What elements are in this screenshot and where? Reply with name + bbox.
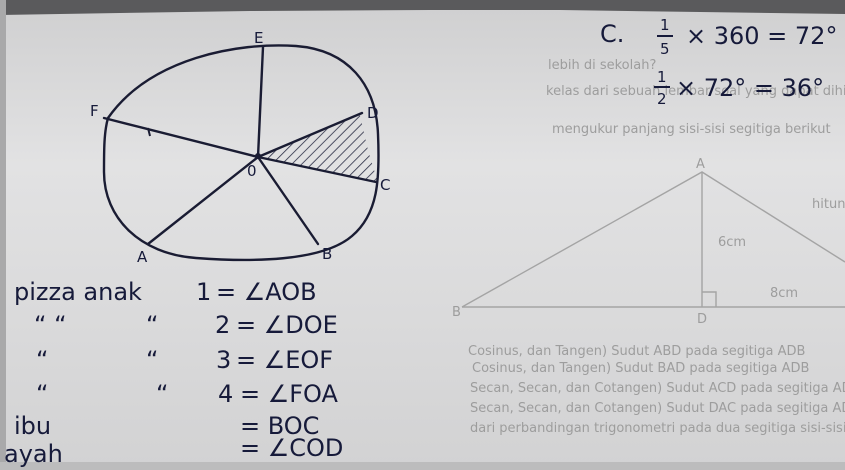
notes: pizza anak 1 = ∠AOB “ “ “ 2 = ∠DOE “ “ 3… <box>4 278 343 468</box>
note-angle: = ∠AOB <box>216 278 317 306</box>
printed-line: Cosinus, dan Tangen) Sudut ABD pada segi… <box>468 344 805 359</box>
printed-line: Secan, Secan, dan Cotangen) Sudut ACD pa… <box>470 381 845 396</box>
printed-line: Secan, Secan, dan Cotangen) Sudut DAC pa… <box>470 401 845 416</box>
printed-triangle: A B D 6cm 8cm <box>452 157 845 327</box>
fraction-numerator: 1 <box>660 16 670 34</box>
note-angle: = BOC <box>240 412 319 440</box>
pizza-circle <box>102 44 380 262</box>
note-number: 3 <box>216 346 231 374</box>
printed-line: Cosinus, dan Tangen) Sudut BAD pada segi… <box>472 361 809 376</box>
printed-label: D <box>697 312 707 327</box>
note-who: ayah <box>4 440 63 468</box>
fraction-denominator: 5 <box>660 40 670 58</box>
point-label-o: 0 <box>247 162 257 180</box>
point-label-e: E <box>254 29 263 47</box>
note-ditto: “ <box>156 380 168 408</box>
note-ditto: “ <box>146 311 158 339</box>
printed-label: B <box>452 305 461 320</box>
note-angle: = ∠EOF <box>236 346 333 374</box>
note-angle: = ∠FOA <box>240 380 339 408</box>
calc-prefix: C. <box>600 20 624 48</box>
point-label-d: D <box>367 104 379 122</box>
printed-label: A <box>696 157 705 172</box>
printed-line: hitung <box>812 197 845 212</box>
note-number: 1 <box>196 278 211 306</box>
printed-line: kelas dari sebuah lembar soal yang dapat… <box>546 84 845 99</box>
note-who: ibu <box>14 412 51 440</box>
calc-line-1: × 360 = 72° <box>686 22 837 50</box>
fraction-denominator: 2 <box>657 90 667 108</box>
note-angle: = ∠DOE <box>236 311 338 339</box>
note-number: 4 <box>218 380 233 408</box>
printed-label: 8cm <box>770 286 798 301</box>
note-angle: = ∠COD <box>240 434 343 462</box>
point-label-f: F <box>90 102 99 120</box>
printed-line: lebih di sekolah? <box>548 58 656 73</box>
note-ditto: “ <box>146 346 158 374</box>
printed-text-bleed: lebih di sekolah? kelas dari sebuah lemb… <box>468 58 845 436</box>
note-who: “ <box>36 346 48 374</box>
note-who: “ <box>36 380 48 408</box>
note-number: 2 <box>215 311 230 339</box>
point-label-c: C <box>380 176 390 194</box>
point-label-a: A <box>137 248 148 266</box>
printed-label: 6cm <box>718 235 746 250</box>
calc-line-2: × 72° = 36° <box>676 74 824 102</box>
fraction-numerator: 1 <box>657 68 667 86</box>
printed-line: dari perbandingan trigonometri pada dua … <box>470 421 845 436</box>
printed-line: mengukur panjang sisi-sisi segitiga beri… <box>552 122 831 137</box>
note-who: pizza anak <box>14 278 142 306</box>
note-who: “ “ <box>34 311 67 339</box>
calculation: C. 1 5 × 360 = 72° 1 2 × 72° = 36° <box>600 16 837 108</box>
point-label-b: B <box>322 245 332 263</box>
